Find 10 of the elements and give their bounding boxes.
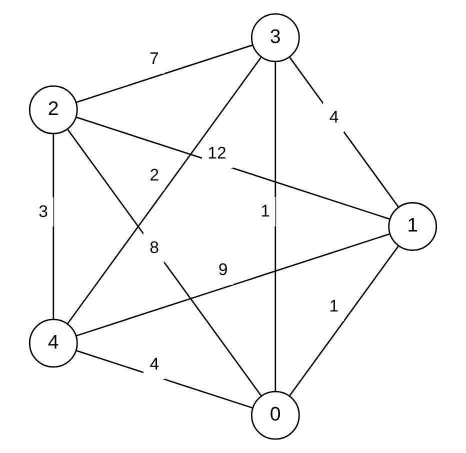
edge-label: 2 xyxy=(150,166,160,185)
edge-label: 3 xyxy=(38,202,48,221)
edge-label: 8 xyxy=(150,238,159,257)
edge-label: 1 xyxy=(329,296,339,316)
edge-label: 1 xyxy=(260,202,270,221)
edge-label: 12 xyxy=(208,143,226,162)
edge-label: 9 xyxy=(218,260,228,280)
edge-label: 4 xyxy=(329,108,339,126)
edge-label: 7 xyxy=(150,49,159,68)
edge-label: 4 xyxy=(150,354,160,374)
